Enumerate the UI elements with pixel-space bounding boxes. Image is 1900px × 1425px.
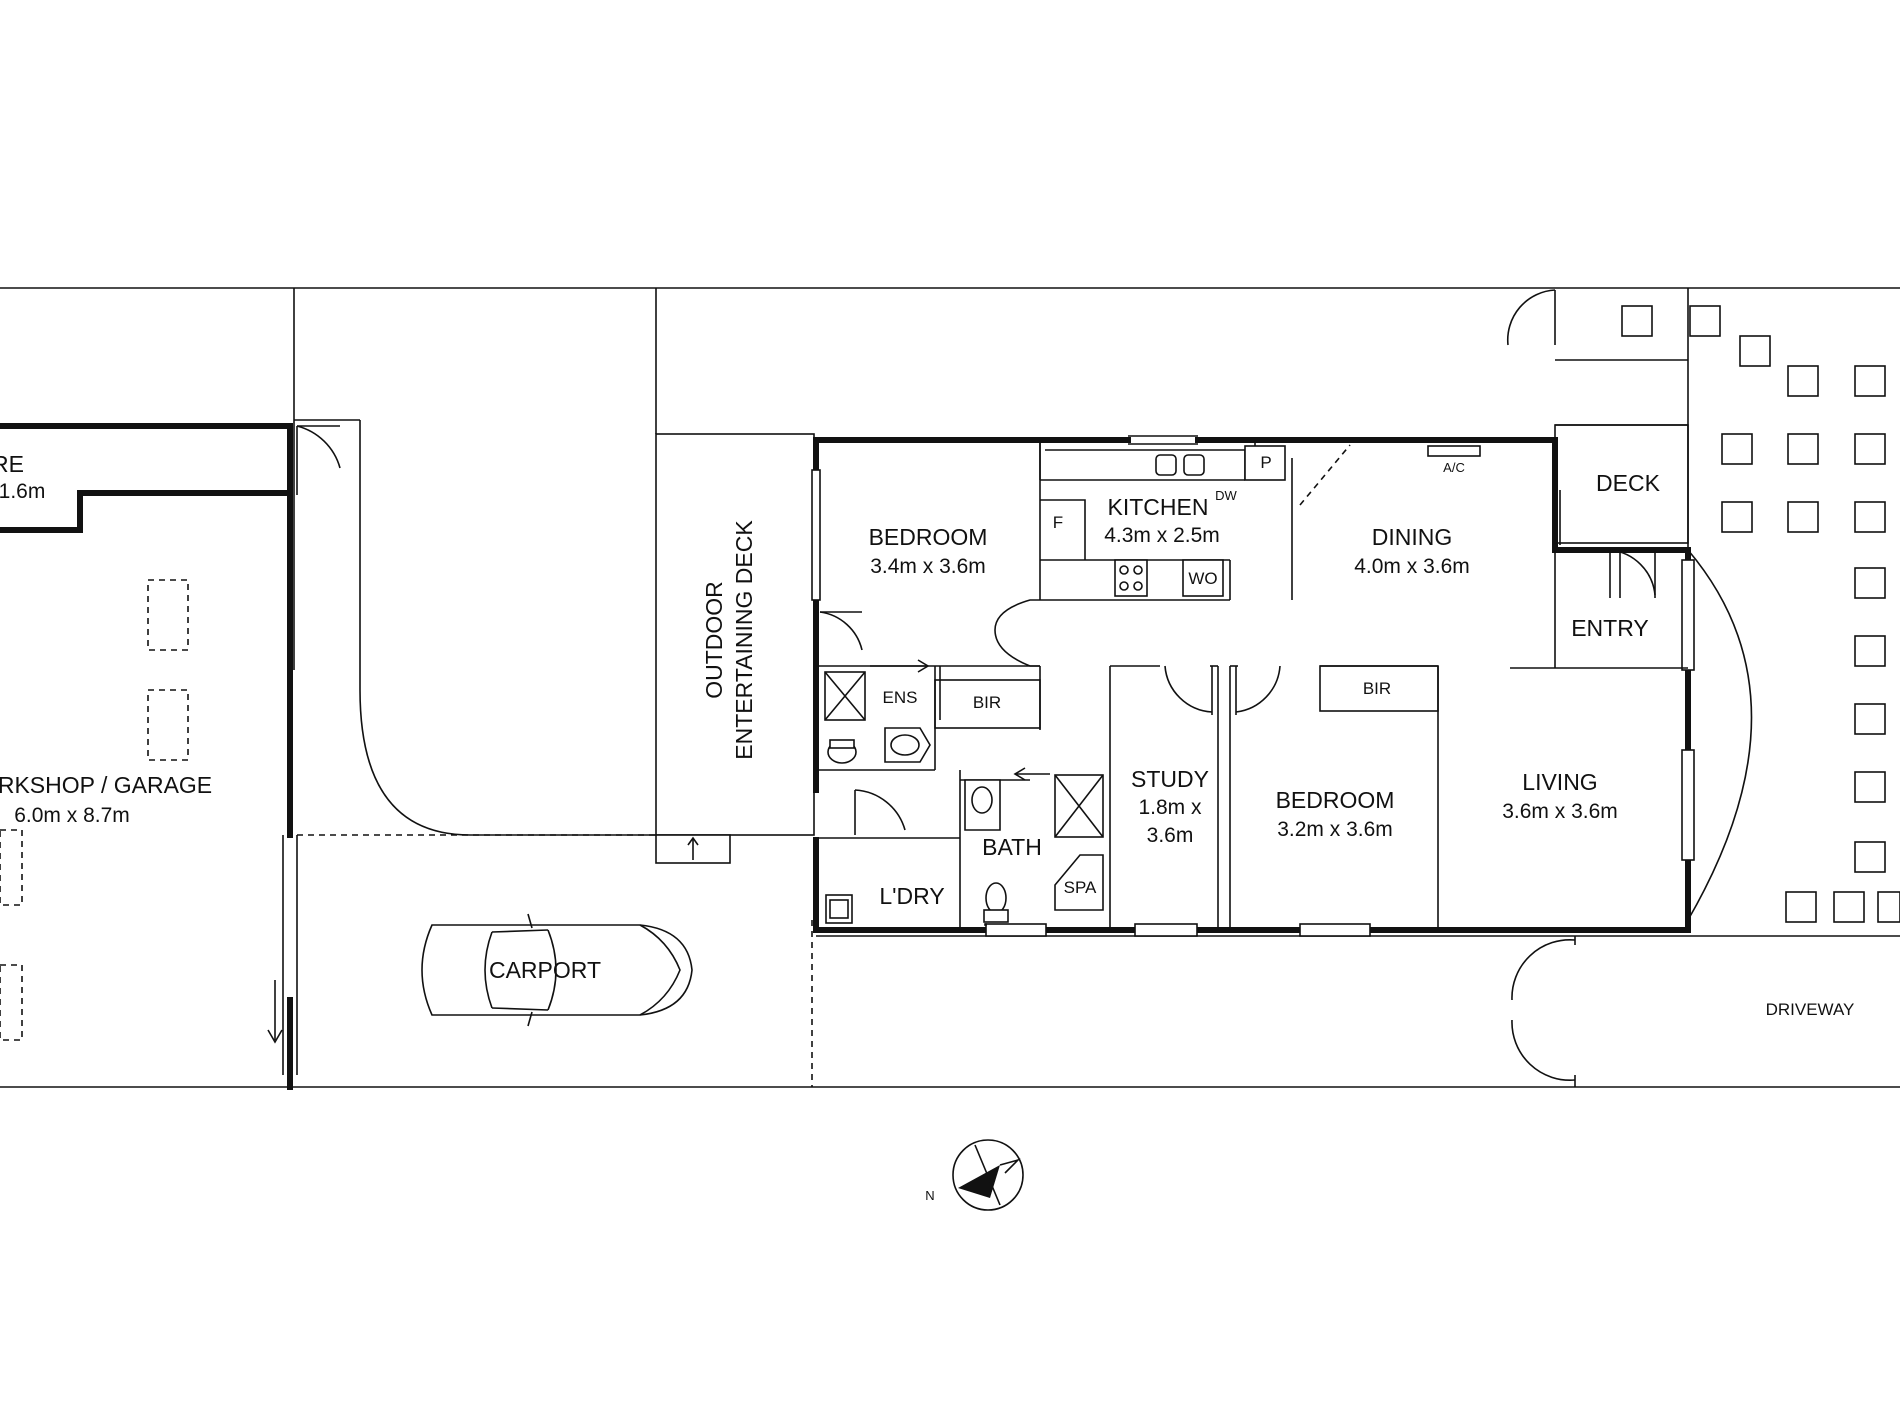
workshop-dims: 6.0m x 8.7m bbox=[14, 804, 130, 827]
store-dims: 1.6m bbox=[0, 480, 45, 503]
wall-oven-label: WO bbox=[1188, 569, 1217, 588]
store-name: RE bbox=[0, 451, 24, 477]
kitchen-dims: 4.3m x 2.5m bbox=[1104, 524, 1220, 547]
site-boundary bbox=[0, 287, 1900, 1088]
study-dims-line1: 1.8m x bbox=[1138, 796, 1202, 819]
air-con-label: A/C bbox=[1443, 460, 1465, 475]
fixtures: P F DW WO A/C bbox=[824, 445, 1481, 926]
paving-squares bbox=[1621, 305, 1900, 923]
deck-name: DECK bbox=[1596, 470, 1661, 496]
outdoor-deck: OUTDOOR ENTERTAINING DECK bbox=[655, 433, 815, 864]
spa-label: SPA bbox=[1064, 878, 1097, 897]
carport-area: CARPORT bbox=[294, 419, 813, 1087]
compass-north: N bbox=[925, 1188, 934, 1203]
bedroom2-name: BEDROOM bbox=[1276, 787, 1395, 813]
carport-name: CARPORT bbox=[489, 957, 601, 983]
study-dims-line2: 3.6m bbox=[1147, 824, 1194, 847]
dining-dims: 4.0m x 3.6m bbox=[1354, 555, 1470, 578]
bedroom2-dims: 3.2m x 3.6m bbox=[1277, 818, 1393, 841]
living-name: LIVING bbox=[1522, 769, 1597, 795]
fridge-label: F bbox=[1053, 513, 1063, 532]
outdoor-deck-line1: OUTDOOR bbox=[701, 581, 727, 699]
laundry-name: L'DRY bbox=[879, 883, 944, 909]
workshop-garage: RE 1.6m RKSHOP / GARAGE 6.0m x 8.7m bbox=[0, 423, 341, 1090]
bir2-name: BIR bbox=[1363, 679, 1391, 698]
pantry-label: P bbox=[1260, 453, 1271, 472]
ens-name: ENS bbox=[883, 688, 918, 707]
compass-icon: N bbox=[925, 1139, 1024, 1211]
kitchen-name: KITCHEN bbox=[1108, 494, 1209, 520]
bedroom1-dims: 3.4m x 3.6m bbox=[870, 555, 986, 578]
living-dims: 3.6m x 3.6m bbox=[1502, 800, 1618, 823]
bath-name: BATH bbox=[982, 834, 1042, 860]
bedroom1-name: BEDROOM bbox=[869, 524, 988, 550]
car-icon bbox=[421, 913, 693, 1027]
bir1-name: BIR bbox=[973, 693, 1001, 712]
room-labels: BEDROOM 3.4m x 3.6m KITCHEN 4.3m x 2.5m … bbox=[869, 494, 1855, 1019]
deck-room: DECK bbox=[1554, 424, 1689, 544]
dining-name: DINING bbox=[1372, 524, 1453, 550]
outdoor-deck-line2: ENTERTAINING DECK bbox=[731, 520, 757, 760]
house-walls bbox=[811, 435, 1900, 937]
driveway-name: DRIVEWAY bbox=[1766, 1000, 1855, 1019]
study-name: STUDY bbox=[1131, 766, 1209, 792]
dishwasher-label: DW bbox=[1215, 488, 1237, 503]
doors bbox=[819, 289, 1753, 1087]
entry-name: ENTRY bbox=[1571, 615, 1649, 641]
workshop-name: RKSHOP / GARAGE bbox=[0, 772, 212, 798]
